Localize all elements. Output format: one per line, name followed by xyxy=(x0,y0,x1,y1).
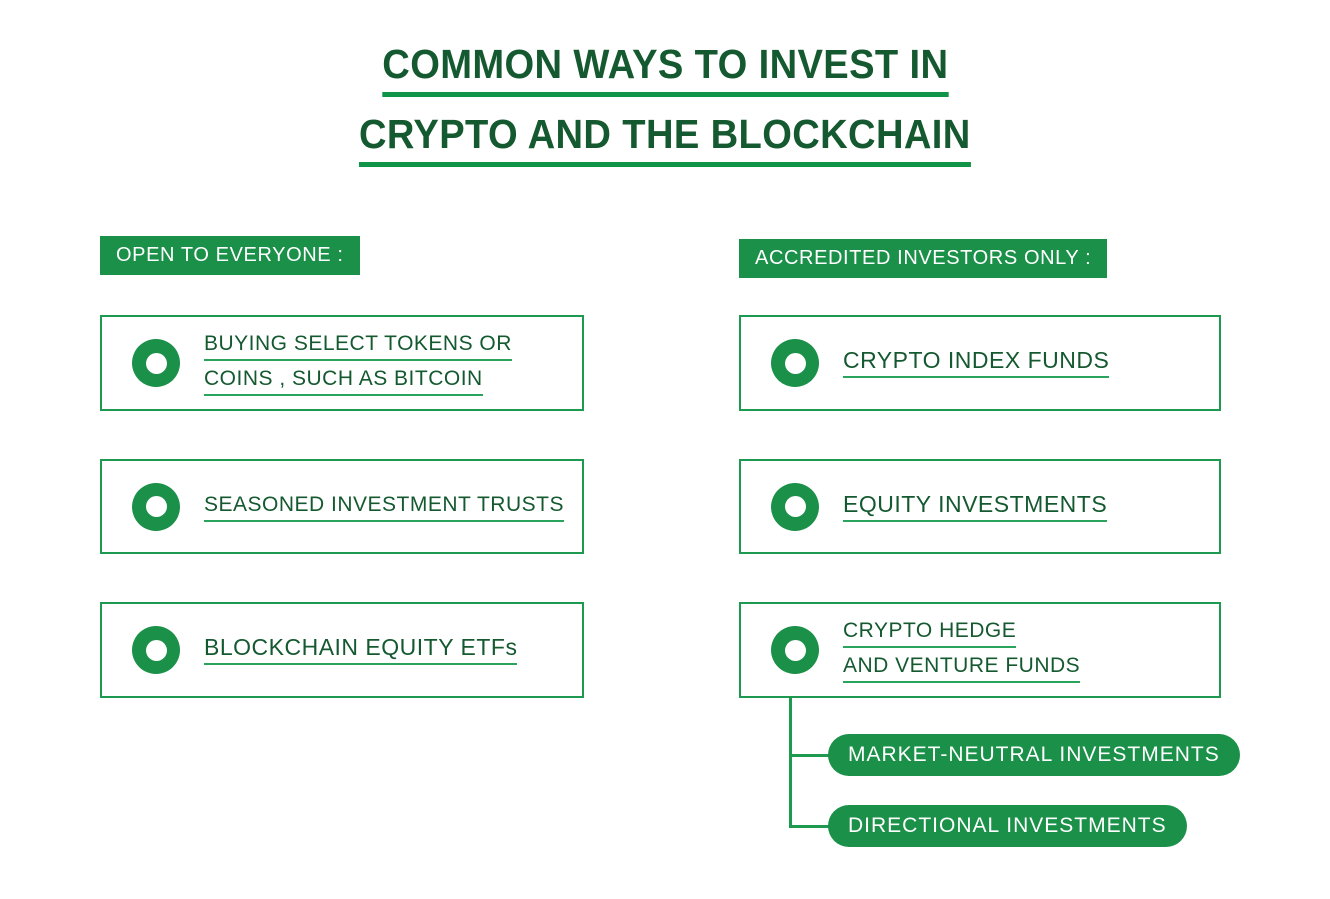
ring-icon xyxy=(132,482,180,531)
title-line-1: COMMON WAYS TO INVEST IN xyxy=(0,40,1330,97)
card-crypto-index-funds[interactable]: CRYPTO INDEX FUNDS xyxy=(739,315,1221,411)
pill-directional-investments[interactable]: DIRECTIONAL INVESTMENTS xyxy=(828,805,1187,847)
card-labels: EQUITY INVESTMENTS xyxy=(843,491,1108,522)
card-crypto-hedge-and-venture-funds[interactable]: CRYPTO HEDGE AND VENTURE FUNDS xyxy=(739,602,1221,698)
branch-trunk-line xyxy=(789,697,792,828)
column-open-to-everyone: OPEN TO EVERYONE : BUYING SELECT TOKENS … xyxy=(100,236,584,698)
ring-icon xyxy=(132,339,180,387)
card-label-line: EQUITY INVESTMENTS xyxy=(843,491,1108,522)
card-label-line: AND VENTURE FUNDS xyxy=(843,653,1081,683)
card-label-line: COINS , SUCH AS BITCOIN xyxy=(204,366,483,396)
ring-icon xyxy=(771,482,819,531)
card-label-line: SEASONED INVESTMENT TRUSTS xyxy=(204,492,564,522)
section-banner-accredited-investors-only: ACCREDITED INVESTORS ONLY : xyxy=(739,239,1108,278)
ring-icon xyxy=(771,626,819,674)
branch-arm-line xyxy=(789,825,831,828)
column-accredited-investors-only: ACCREDITED INVESTORS ONLY : CRYPTO INDEX… xyxy=(739,236,1221,698)
card-labels: CRYPTO INDEX FUNDS xyxy=(843,348,1110,378)
card-label-line: CRYPTO HEDGE xyxy=(843,618,1017,648)
branch-arm-line xyxy=(789,754,831,757)
ring-icon xyxy=(132,626,180,674)
ring-icon xyxy=(771,339,819,387)
card-label-line: BLOCKCHAIN EQUITY ETFs xyxy=(204,635,518,665)
card-blockchain-equity-etfs[interactable]: BLOCKCHAIN EQUITY ETFs xyxy=(100,602,584,698)
card-labels: BUYING SELECT TOKENS OR COINS , SUCH AS … xyxy=(204,331,512,396)
branch-tree-crypto-hedge: MARKET-NEUTRAL INVESTMENTS DIRECTIONAL I… xyxy=(739,697,1240,857)
card-labels: BLOCKCHAIN EQUITY ETFs xyxy=(204,635,518,665)
card-label-line: CRYPTO INDEX FUNDS xyxy=(843,348,1110,378)
title-line-2: CRYPTO AND THE BLOCKCHAIN xyxy=(0,110,1330,167)
card-buying-select-tokens[interactable]: BUYING SELECT TOKENS OR COINS , SUCH AS … xyxy=(100,315,584,411)
page-title: COMMON WAYS TO INVEST IN CRYPTO AND THE … xyxy=(0,40,1330,180)
pill-market-neutral-investments[interactable]: MARKET-NEUTRAL INVESTMENTS xyxy=(828,734,1240,776)
title-line-1-text: COMMON WAYS TO INVEST IN xyxy=(381,40,949,97)
card-equity-investments[interactable]: EQUITY INVESTMENTS xyxy=(739,459,1221,554)
card-labels: CRYPTO HEDGE AND VENTURE FUNDS xyxy=(843,618,1081,683)
card-seasoned-investment-trusts[interactable]: SEASONED INVESTMENT TRUSTS xyxy=(100,459,584,554)
card-label-line: BUYING SELECT TOKENS OR xyxy=(204,331,512,361)
section-banner-open-to-everyone: OPEN TO EVERYONE : xyxy=(100,236,360,275)
title-line-2-text: CRYPTO AND THE BLOCKCHAIN xyxy=(359,110,971,167)
card-labels: SEASONED INVESTMENT TRUSTS xyxy=(204,492,564,522)
